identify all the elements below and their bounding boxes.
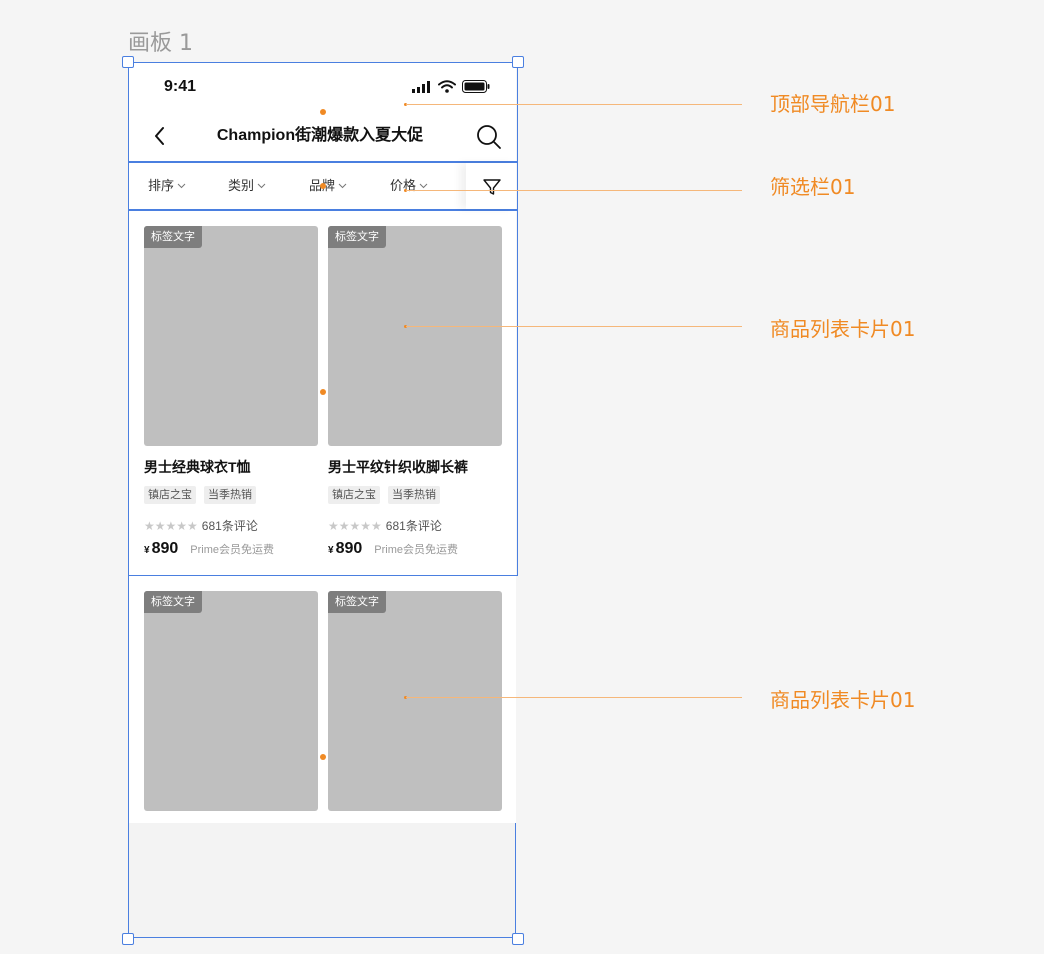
- filter-sort[interactable]: 排序: [148, 176, 186, 196]
- star-rating-icon: ★★★★★: [328, 518, 382, 533]
- chevron-down-icon: [177, 183, 186, 189]
- badge: 镇店之宝: [328, 486, 380, 504]
- annotation-anchor: [404, 325, 407, 328]
- resize-handle-bottom-right[interactable]: [512, 933, 524, 945]
- signal-icon: [412, 80, 430, 93]
- badge: 镇店之宝: [144, 486, 196, 504]
- resize-handle-top-right[interactable]: [512, 56, 524, 68]
- shipping-note: Prime会员免运费: [190, 544, 274, 556]
- rating: ★★★★★ 681条评论: [144, 517, 258, 534]
- artboard-name[interactable]: 画板 1: [128, 31, 193, 56]
- filter-category[interactable]: 类别: [228, 176, 266, 196]
- product-card[interactable]: 标签文字: [328, 591, 502, 811]
- product-title[interactable]: 男士平纹针织收脚长裤: [328, 459, 468, 475]
- component-anchor-dot: [320, 109, 326, 115]
- chevron-down-icon: [257, 183, 266, 189]
- page-title: Champion街潮爆款入夏大促: [216, 127, 424, 144]
- filter-label: 排序: [148, 178, 175, 193]
- review-count: 681条评论: [201, 519, 258, 533]
- price: 890: [151, 540, 179, 557]
- product-card[interactable]: 标签文字 男士平纹针织收脚长裤 镇店之宝 当季热销 ★★★★★ 681条评论 ¥…: [328, 226, 502, 566]
- badge: 当季热销: [388, 486, 440, 504]
- annotation-line: [406, 326, 742, 327]
- product-title[interactable]: 男士经典球衣T恤: [144, 459, 251, 475]
- component-anchor-dot: [320, 389, 326, 395]
- annotation-label-nav[interactable]: 顶部导航栏01: [770, 92, 896, 116]
- filter-button-area: [466, 163, 516, 209]
- component-anchor-dot: [320, 183, 326, 189]
- badge: 当季热销: [204, 486, 256, 504]
- annotation-line: [406, 190, 742, 191]
- product-image[interactable]: [144, 591, 318, 811]
- product-tag: 标签文字: [144, 226, 202, 248]
- filter-price[interactable]: 价格: [390, 176, 428, 196]
- annotation-anchor: [404, 696, 407, 699]
- product-image[interactable]: [328, 591, 502, 811]
- badge-list: 镇店之宝 当季热销: [328, 486, 440, 504]
- price: 890: [335, 540, 363, 557]
- annotation-line: [406, 104, 742, 105]
- resize-handle-bottom-left[interactable]: [122, 933, 134, 945]
- annotation-label-filter[interactable]: 筛选栏01: [770, 175, 856, 199]
- product-tag: 标签文字: [144, 591, 202, 613]
- review-count: 681条评论: [385, 519, 442, 533]
- annotation-label-card[interactable]: 商品列表卡片01: [770, 317, 916, 341]
- chevron-down-icon: [419, 183, 428, 189]
- rating: ★★★★★ 681条评论: [328, 517, 442, 534]
- component-anchor-dot: [320, 754, 326, 760]
- product-card[interactable]: 标签文字 男士经典球衣T恤 镇店之宝 当季热销 ★★★★★ 681条评论 ¥ 8…: [144, 226, 318, 566]
- product-image[interactable]: [328, 226, 502, 446]
- badge-list: 镇店之宝 当季热销: [144, 486, 256, 504]
- battery-icon: [462, 80, 490, 93]
- back-icon[interactable]: [150, 124, 170, 148]
- filter-label: 类别: [228, 178, 255, 193]
- currency-symbol: ¥: [144, 545, 150, 556]
- status-icons: [412, 80, 490, 93]
- currency-symbol: ¥: [328, 545, 334, 556]
- resize-handle-top-left[interactable]: [122, 56, 134, 68]
- annotation-anchor: [404, 189, 407, 192]
- annotation-label-card[interactable]: 商品列表卡片01: [770, 688, 916, 712]
- shipping-note: Prime会员免运费: [374, 544, 458, 556]
- product-image[interactable]: [144, 226, 318, 446]
- product-tag: 标签文字: [328, 591, 386, 613]
- funnel-icon[interactable]: [482, 177, 502, 197]
- annotation-line: [406, 697, 742, 698]
- filter-brand[interactable]: 品牌: [309, 176, 347, 196]
- filter-label: 价格: [390, 178, 417, 193]
- price-row: ¥ 890 Prime会员免运费: [328, 540, 458, 558]
- status-time: 9:41: [164, 78, 197, 95]
- product-tag: 标签文字: [328, 226, 386, 248]
- wifi-icon: [438, 80, 456, 93]
- chevron-down-icon: [338, 183, 347, 189]
- star-rating-icon: ★★★★★: [144, 518, 198, 533]
- price-row: ¥ 890 Prime会员免运费: [144, 540, 274, 558]
- product-card[interactable]: 标签文字: [144, 591, 318, 811]
- annotation-anchor: [404, 103, 407, 106]
- search-icon[interactable]: [476, 124, 502, 150]
